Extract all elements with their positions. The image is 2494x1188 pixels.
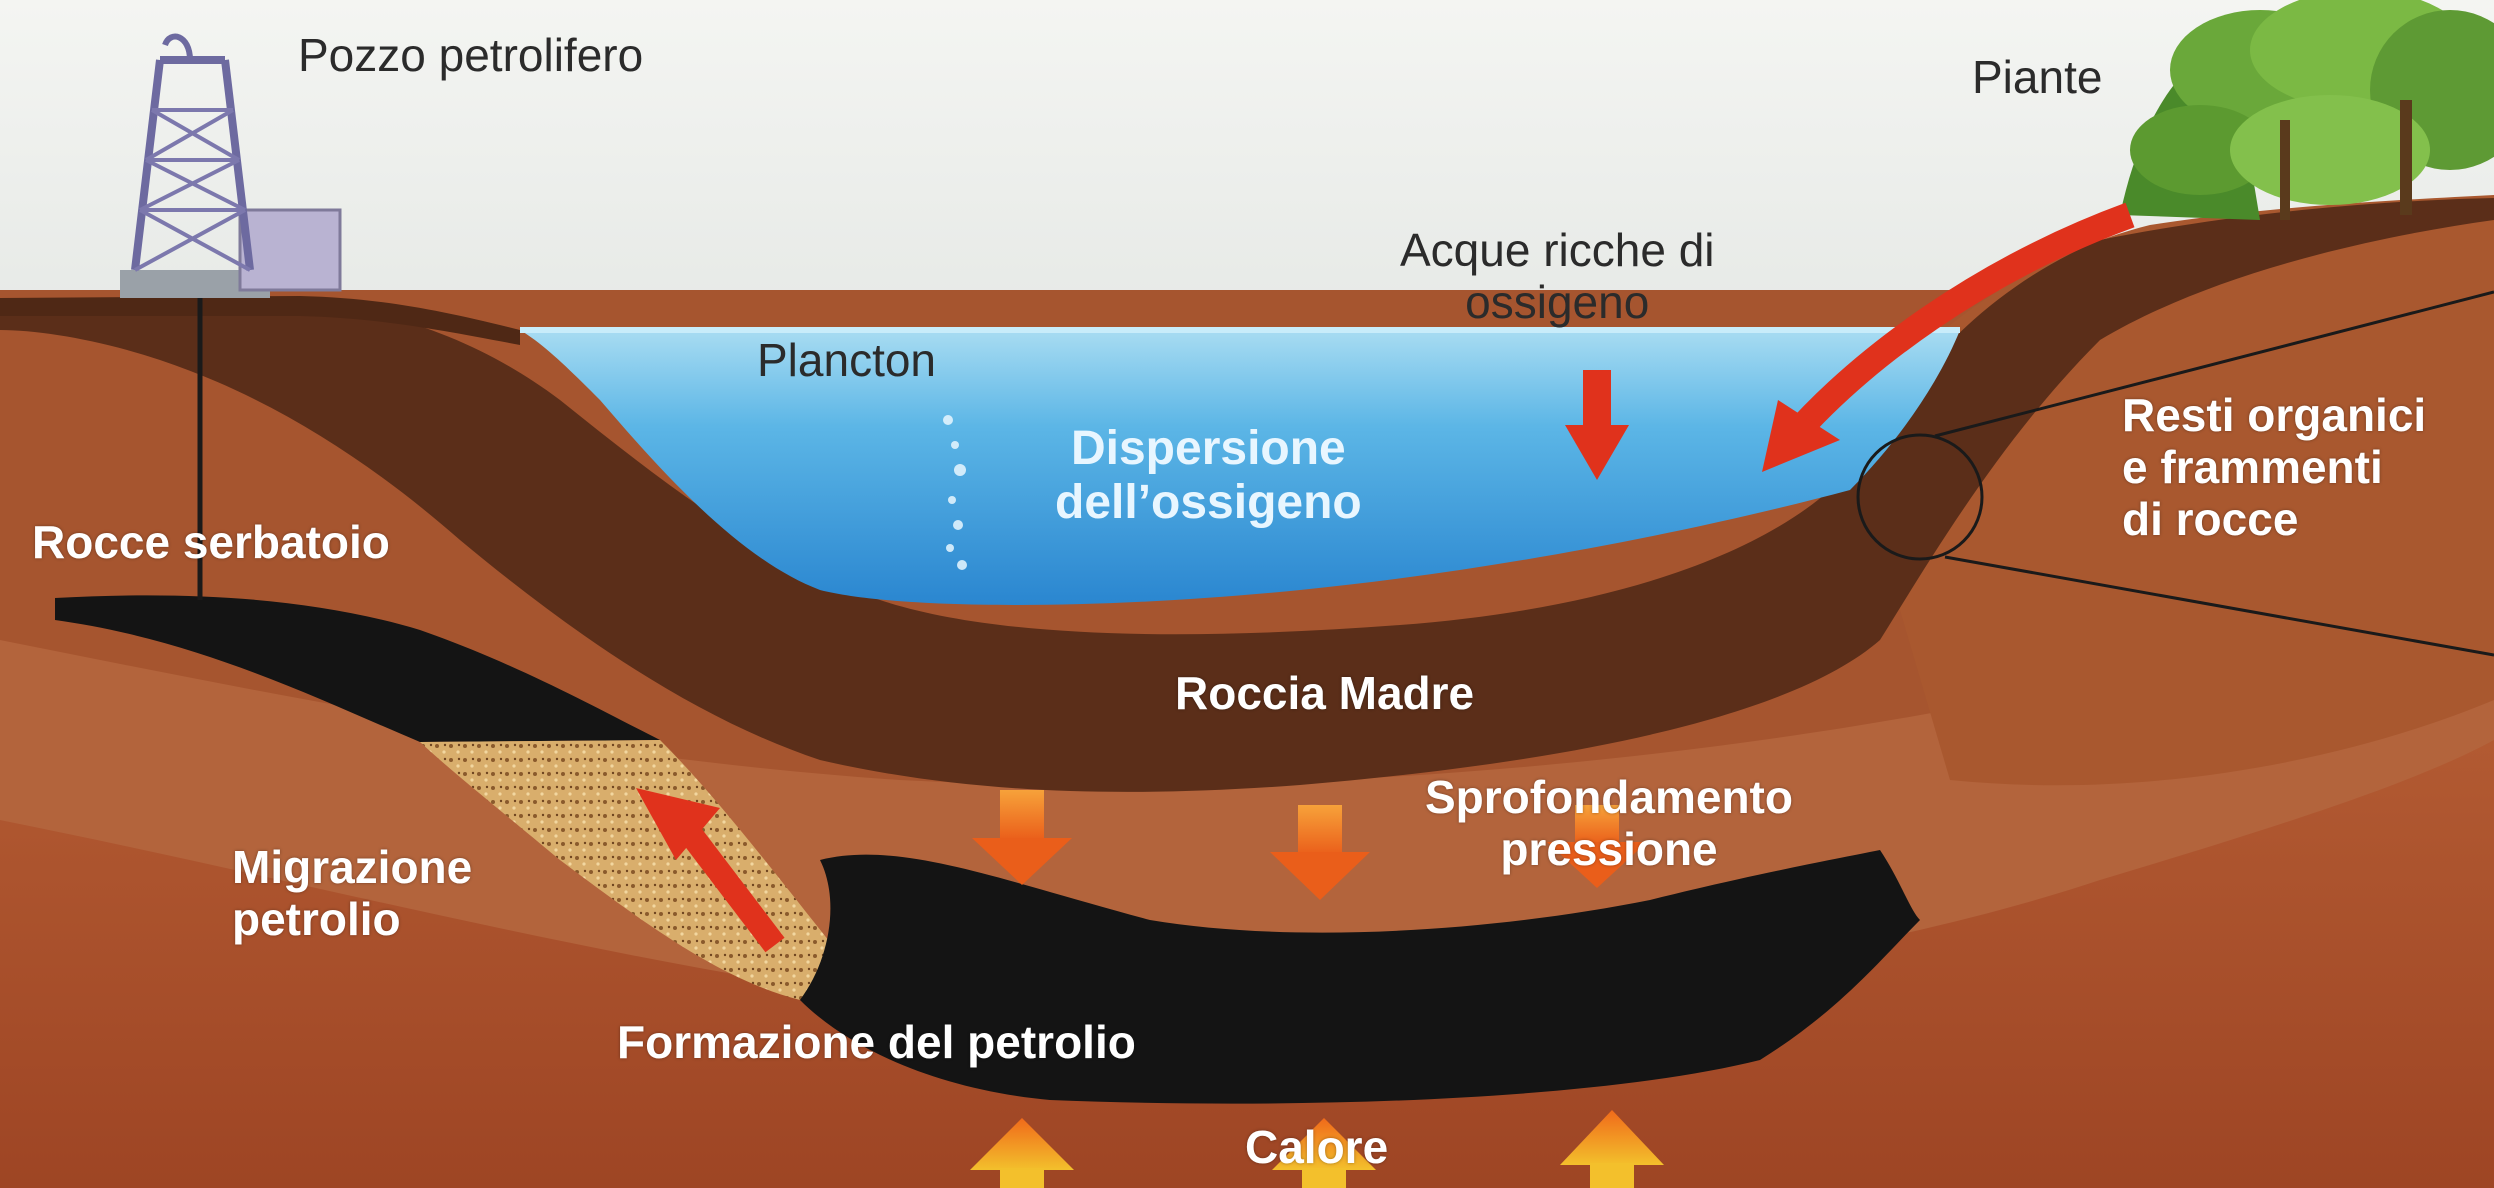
source-rock-layer [0,198,2494,792]
reservoir-rocks-label: Rocce serbatoio [32,516,390,568]
plants-runoff-arrowhead [1762,400,1840,472]
heat-arrow-3 [1560,1110,1664,1188]
oxygen-down-arrow-shaft [1583,370,1611,430]
oil-formation-body [800,850,1920,1104]
migration-arrow-shaft [670,812,785,953]
oxygen-rich-water-label: Acque ricche di ossigeno [1400,224,1715,328]
plants-label: Piante [1972,51,2103,103]
pressure-arrow-1 [972,790,1072,885]
subsidence-pressure-label: Sprofondamento pressione [1425,771,1793,875]
oxygen-dispersion-label: Dispersione dell’ossigeno [1055,422,1362,530]
oil-migration-label: Migrazione petrolio [232,841,473,945]
reservoir-rock [55,595,660,742]
tree-icon [2120,0,2494,220]
pressure-arrow-3 [1547,805,1647,888]
left-ground-surface [0,296,520,345]
oil-derrick-icon [120,33,342,600]
magnifier-circle-icon [1856,290,2494,657]
deep-earth-layer [0,740,2494,1188]
heat-arrow-1 [970,1118,1074,1188]
oxygen-down-arrowhead [1565,425,1629,480]
organic-remains-label: Resti organici e frammenti di rocce [2122,389,2427,545]
heat-label: Calore [1245,1121,1389,1173]
heat-arrow-2 [1272,1118,1376,1188]
pressure-arrow-2 [1270,805,1370,900]
plankton-bubbles [943,415,967,570]
plankton-label: Plancton [757,334,937,386]
plants-runoff-arrow [1780,202,2135,449]
oil-well-label: Pozzo petrolifero [298,29,644,81]
migration-arrowhead [636,788,720,860]
source-rock-label: Roccia Madre [1175,667,1475,719]
oil-formation-label: Formazione del petrolio [617,1016,1136,1068]
migration-sandstone [420,740,860,1000]
